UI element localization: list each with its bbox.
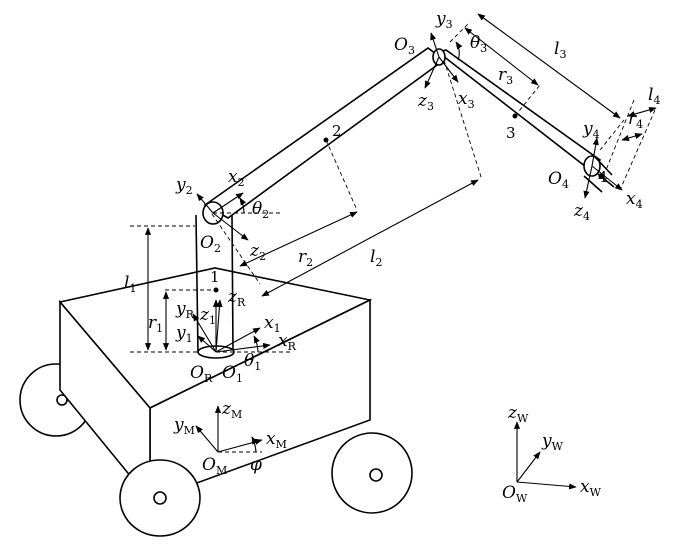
link-2 <box>202 47 446 225</box>
label-O-3: O3 <box>394 35 415 57</box>
label-x-R: xR <box>278 331 297 353</box>
label-r-2: r2 <box>298 247 313 269</box>
label-y-W: yW <box>541 431 564 453</box>
label-x-1: x1 <box>264 313 281 335</box>
label-phi: φ <box>250 455 262 475</box>
label-theta-3: θ3 <box>470 33 487 55</box>
label-l-1: l1 <box>124 273 136 295</box>
label-x-M: xM <box>266 429 287 451</box>
front-right-wheel-hub <box>369 468 383 482</box>
label-z-W: zW <box>507 403 529 425</box>
mobile-base <box>19 267 413 537</box>
label-com-3: 3 <box>506 124 516 142</box>
label-O-R: OR <box>190 363 213 385</box>
label-r-3: r3 <box>498 65 513 87</box>
label-y-R: yR <box>175 299 195 321</box>
label-theta-2: θ2 <box>252 199 269 221</box>
label-z-R: zR <box>227 287 246 309</box>
label-l-2: l2 <box>370 247 382 269</box>
link-3 <box>432 48 602 172</box>
frame-axes <box>192 32 623 490</box>
label-x-W: xW <box>580 477 602 499</box>
label-r-1: r1 <box>148 313 163 335</box>
label-O-1: O1 <box>222 363 243 385</box>
label-r-4: r4 <box>628 109 643 131</box>
front-left-wheel-hub <box>153 491 167 505</box>
label-y-3: y3 <box>435 9 453 31</box>
label-z-3: z3 <box>417 91 434 113</box>
label-x-4: x4 <box>626 189 643 211</box>
label-y-1: y1 <box>175 323 193 345</box>
label-O-M: OM <box>202 455 227 477</box>
label-y-2: y2 <box>175 175 193 197</box>
label-com-1: 1 <box>210 268 220 286</box>
labels: OR O1 O2 O3 O4 OM OW xR yR zR x1 y1 z1 x… <box>124 9 660 505</box>
label-theta-1: θ1 <box>244 351 261 373</box>
label-com-2: 2 <box>332 122 342 140</box>
label-O-W: OW <box>502 483 528 505</box>
label-z-M: zM <box>221 399 242 421</box>
rear-left-wheel-hub <box>56 394 68 406</box>
label-l-4: l4 <box>648 85 660 107</box>
link-1-com-dot <box>213 287 219 293</box>
label-x-2: x2 <box>228 167 245 189</box>
dimension-lines <box>130 13 657 353</box>
label-x-3: x3 <box>458 89 475 111</box>
label-y-M: yM <box>173 415 195 437</box>
label-com-4: 4 <box>598 168 608 186</box>
label-y-4: y4 <box>582 119 600 141</box>
label-O-4: O4 <box>548 169 569 191</box>
label-O-2: O2 <box>200 233 221 255</box>
label-z-4: z4 <box>573 201 590 223</box>
label-z-2: z2 <box>249 241 266 263</box>
label-z-1: z1 <box>199 305 216 327</box>
label-l-3: l3 <box>554 39 566 61</box>
